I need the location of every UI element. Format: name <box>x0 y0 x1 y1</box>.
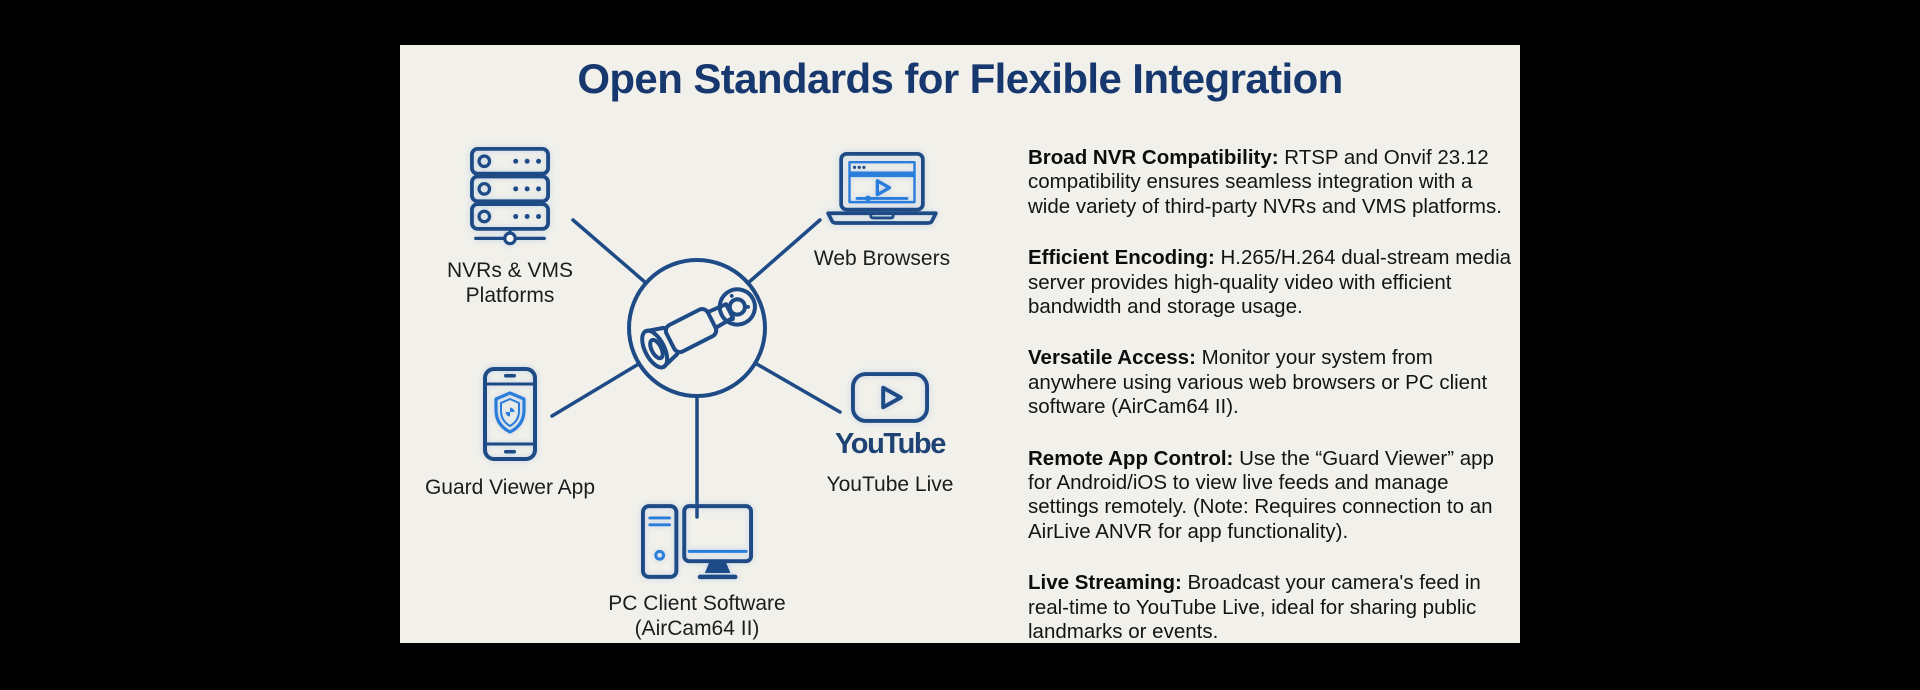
feature-heading: Efficient Encoding: <box>1028 246 1215 270</box>
feature-body: Broadcast your camera's feed in real-tim… <box>1028 571 1481 644</box>
browser-toolbar <box>849 171 915 178</box>
desktop-pc-icon <box>641 504 753 580</box>
security-camera-icon <box>640 287 757 370</box>
youtube-wordmark: YouTube <box>835 428 946 460</box>
connector-lines <box>550 218 842 519</box>
page-title: Open Standards for Flexible Integration <box>577 55 1343 102</box>
feature-broad-nvr-compatibility: Broad NVR Compatibility: RTSP and Onvif … <box>1028 146 1518 219</box>
node-label-line2: Platforms <box>465 284 555 308</box>
feature-efficient-encoding: Efficient Encoding: H.265/H.264 dual-str… <box>1028 246 1518 319</box>
node-label: YouTube Live <box>826 472 954 496</box>
node-youtube-live: YouTube YouTube Live <box>790 372 990 497</box>
hub-circle <box>627 258 767 398</box>
node-web-browsers: Web Browsers <box>782 152 982 271</box>
node-label: PC Client Software <box>608 592 786 615</box>
server-stack-icon <box>470 147 550 246</box>
node-guard-viewer-app: Guard Viewer App <box>410 367 610 500</box>
node-nvrs-vms: NVRs & VMS Platforms <box>410 147 610 308</box>
line-to-web-browsers <box>746 218 822 285</box>
laptop-browser-icon <box>826 152 938 225</box>
feature-body: Use the “Guard Viewer” app for Android/i… <box>1028 446 1494 543</box>
feature-remote-app-control: Remote App Control: Use the “Guard Viewe… <box>1028 447 1518 545</box>
feature-body: Monitor your system from anywhere using … <box>1028 346 1488 419</box>
node-label: Guard Viewer App <box>424 476 596 499</box>
node-label: NVRs & VMS <box>446 259 574 282</box>
feature-heading: Remote App Control: <box>1028 446 1234 470</box>
feature-body: H.265/H.264 dual-stream media server pro… <box>1028 246 1512 319</box>
feature-versatile-access: Versatile Access: Monitor your system fr… <box>1028 346 1518 419</box>
node-label: Web Browsers <box>813 247 951 270</box>
infographic-panel: Open Standards for Flexible Integration <box>400 45 1520 643</box>
play-icon <box>881 385 903 410</box>
hub-and-connectors <box>550 218 842 519</box>
feature-heading: Broad NVR Compatibility: <box>1028 146 1279 169</box>
line-to-guard-viewer <box>550 363 639 418</box>
line-to-youtube <box>753 361 842 414</box>
feature-body: RTSP and Onvif 23.12 compatibility ensur… <box>1028 146 1502 218</box>
line-to-nvrs <box>571 218 648 285</box>
feature-list: Broad NVR Compatibility: RTSP and Onvif … <box>1028 146 1518 672</box>
node-label-line2: (AirCam64 II) <box>634 617 760 641</box>
feature-heading: Live Streaming: <box>1028 571 1182 595</box>
play-icon <box>875 179 892 197</box>
phone-shield-icon <box>483 367 537 461</box>
feature-heading: Versatile Access: <box>1028 346 1196 370</box>
node-pc-client-software: PC Client Software (AirCam64 II) <box>597 502 797 641</box>
shield-icon <box>494 391 526 434</box>
youtube-play-icon <box>851 372 929 423</box>
feature-live-streaming: Live Streaming: Broadcast your camera's … <box>1028 571 1518 644</box>
